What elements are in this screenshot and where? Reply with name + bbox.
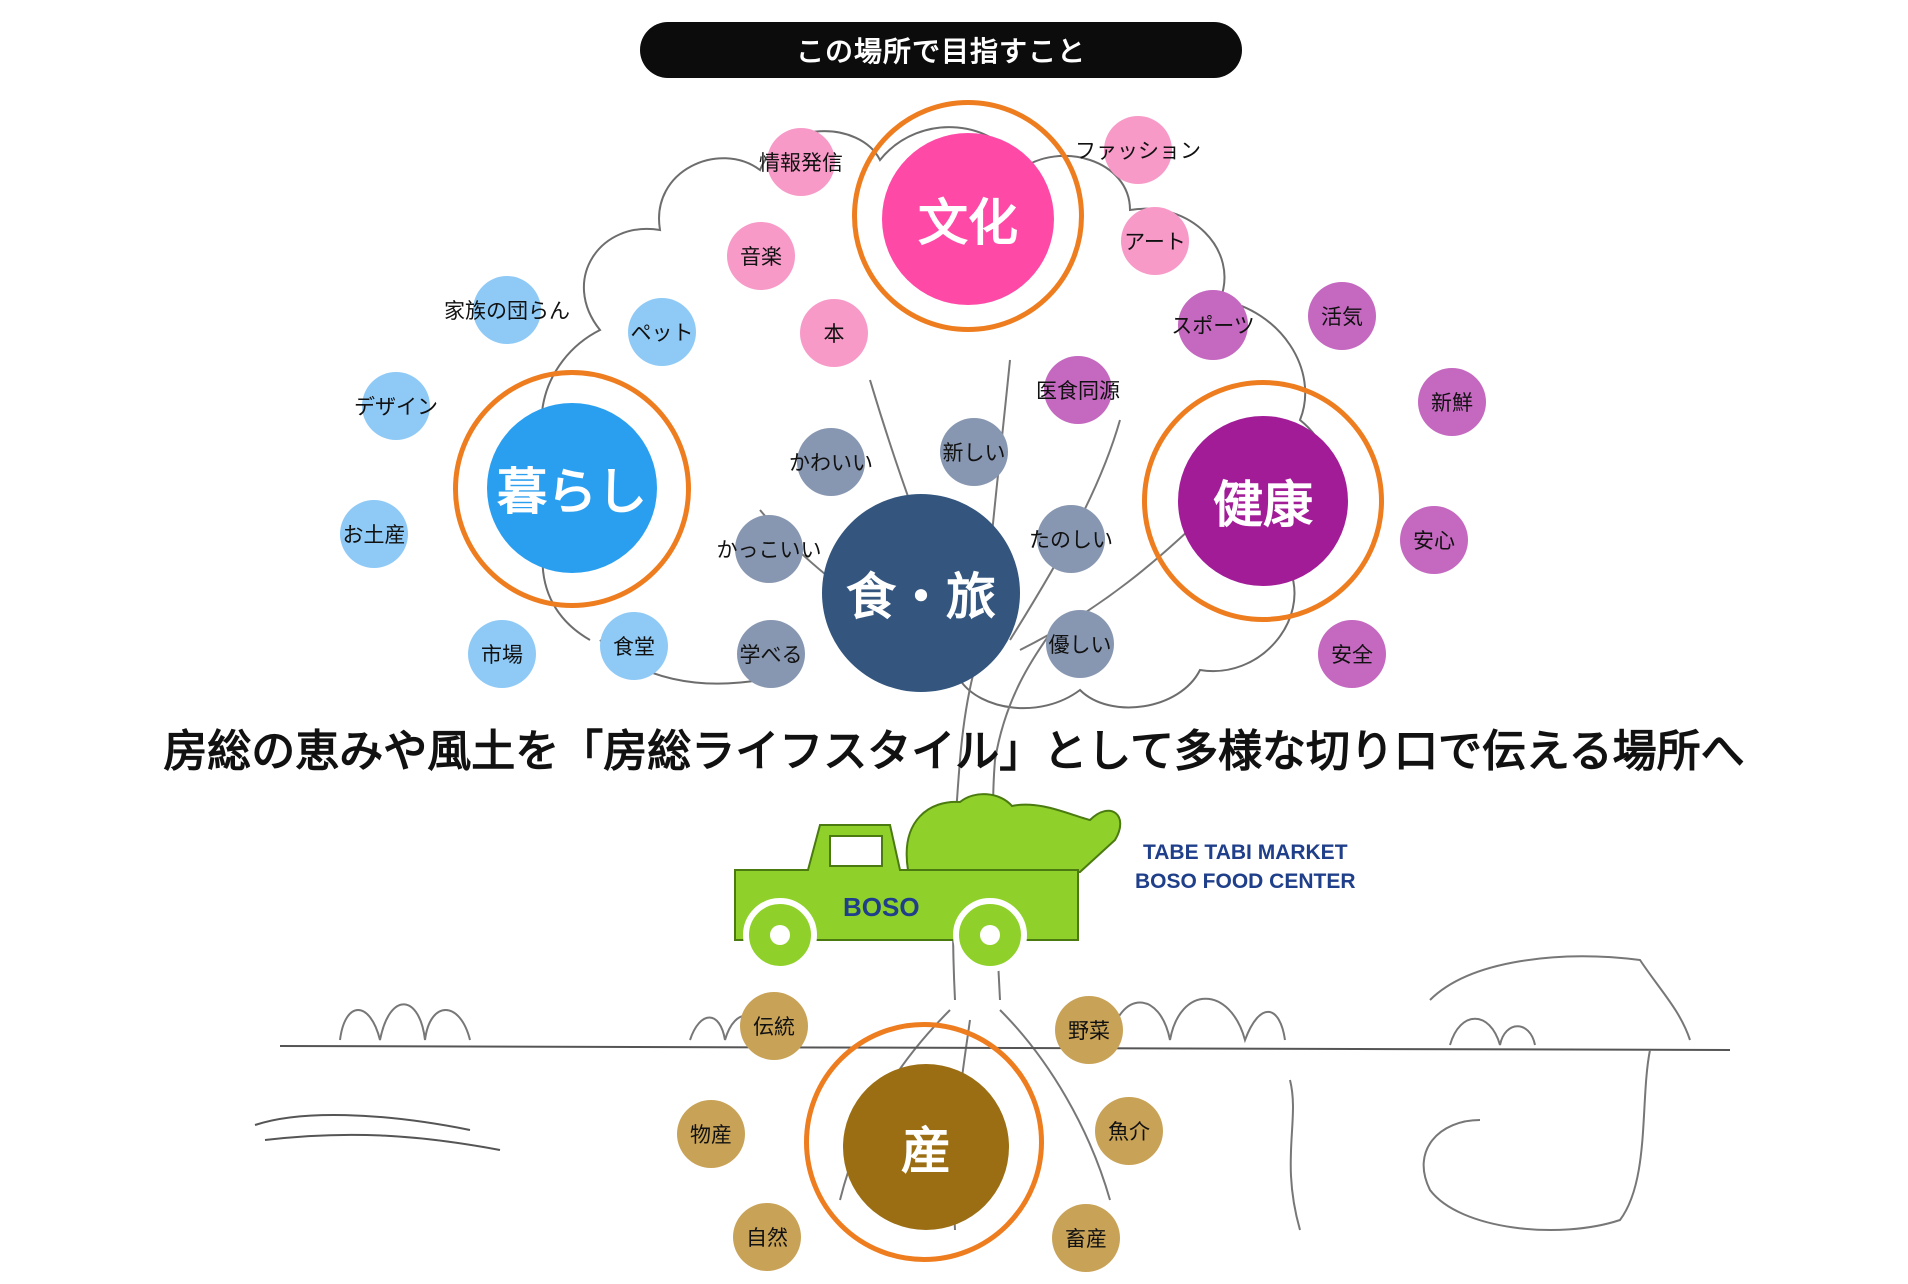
production-label: 産: [901, 1111, 951, 1183]
health-item: 安全: [1318, 620, 1386, 688]
health-item: スポーツ: [1178, 290, 1248, 360]
brand-line-1: TABE TABI MARKET: [1135, 838, 1356, 867]
production-item: 畜産: [1052, 1204, 1120, 1272]
food-travel-item: 新しい: [940, 418, 1008, 486]
production-item: 物産: [677, 1100, 745, 1168]
health-circle: 健康: [1178, 416, 1348, 586]
production-item: 伝統: [740, 992, 808, 1060]
truck-label: BOSO: [843, 892, 920, 922]
health-item: 新鮮: [1418, 368, 1486, 436]
brand-name: TABE TABI MARKET BOSO FOOD CENTER: [1135, 838, 1356, 896]
culture-label: 文化: [918, 183, 1018, 255]
living-item: 市場: [468, 620, 536, 688]
culture-item: 本: [800, 299, 868, 367]
living-item: ペット: [628, 298, 696, 366]
living-item: デザイン: [362, 372, 430, 440]
food-travel-item: たのしい: [1037, 505, 1105, 573]
culture-item: ファッション: [1104, 116, 1172, 184]
living-item: 家族の団らん: [473, 276, 541, 344]
culture-item: 音楽: [727, 222, 795, 290]
food-travel-item: かっこいい: [735, 515, 803, 583]
culture-item: 情報発信: [767, 128, 835, 196]
living-circle: 暮らし: [487, 403, 657, 573]
culture-item: アート: [1121, 207, 1189, 275]
health-label: 健康: [1213, 465, 1313, 537]
brand-line-2: BOSO FOOD CENTER: [1135, 867, 1356, 896]
truck-illustration: BOSO: [735, 794, 1120, 969]
food-travel-item: かわいい: [797, 428, 865, 496]
food-travel-item: 学べる: [737, 620, 805, 688]
living-item: お土産: [340, 500, 408, 568]
health-item: 安心: [1400, 506, 1468, 574]
health-item: 活気: [1308, 282, 1376, 350]
production-item: 自然: [733, 1203, 801, 1271]
living-item: 食堂: [600, 612, 668, 680]
culture-circle: 文化: [882, 133, 1054, 305]
health-item: 医食同源: [1044, 356, 1112, 424]
production-item: 魚介: [1095, 1097, 1163, 1165]
food-travel-label: 食・旅: [846, 557, 996, 629]
living-label: 暮らし: [497, 452, 647, 524]
production-circle: 産: [843, 1064, 1009, 1230]
production-item: 野菜: [1055, 996, 1123, 1064]
tagline: 房総の恵みや風土を「房総ライフスタイル」として多様な切り口で伝える場所へ: [0, 715, 1908, 779]
food-travel-circle: 食・旅: [822, 494, 1020, 692]
food-travel-item: 優しい: [1046, 610, 1114, 678]
